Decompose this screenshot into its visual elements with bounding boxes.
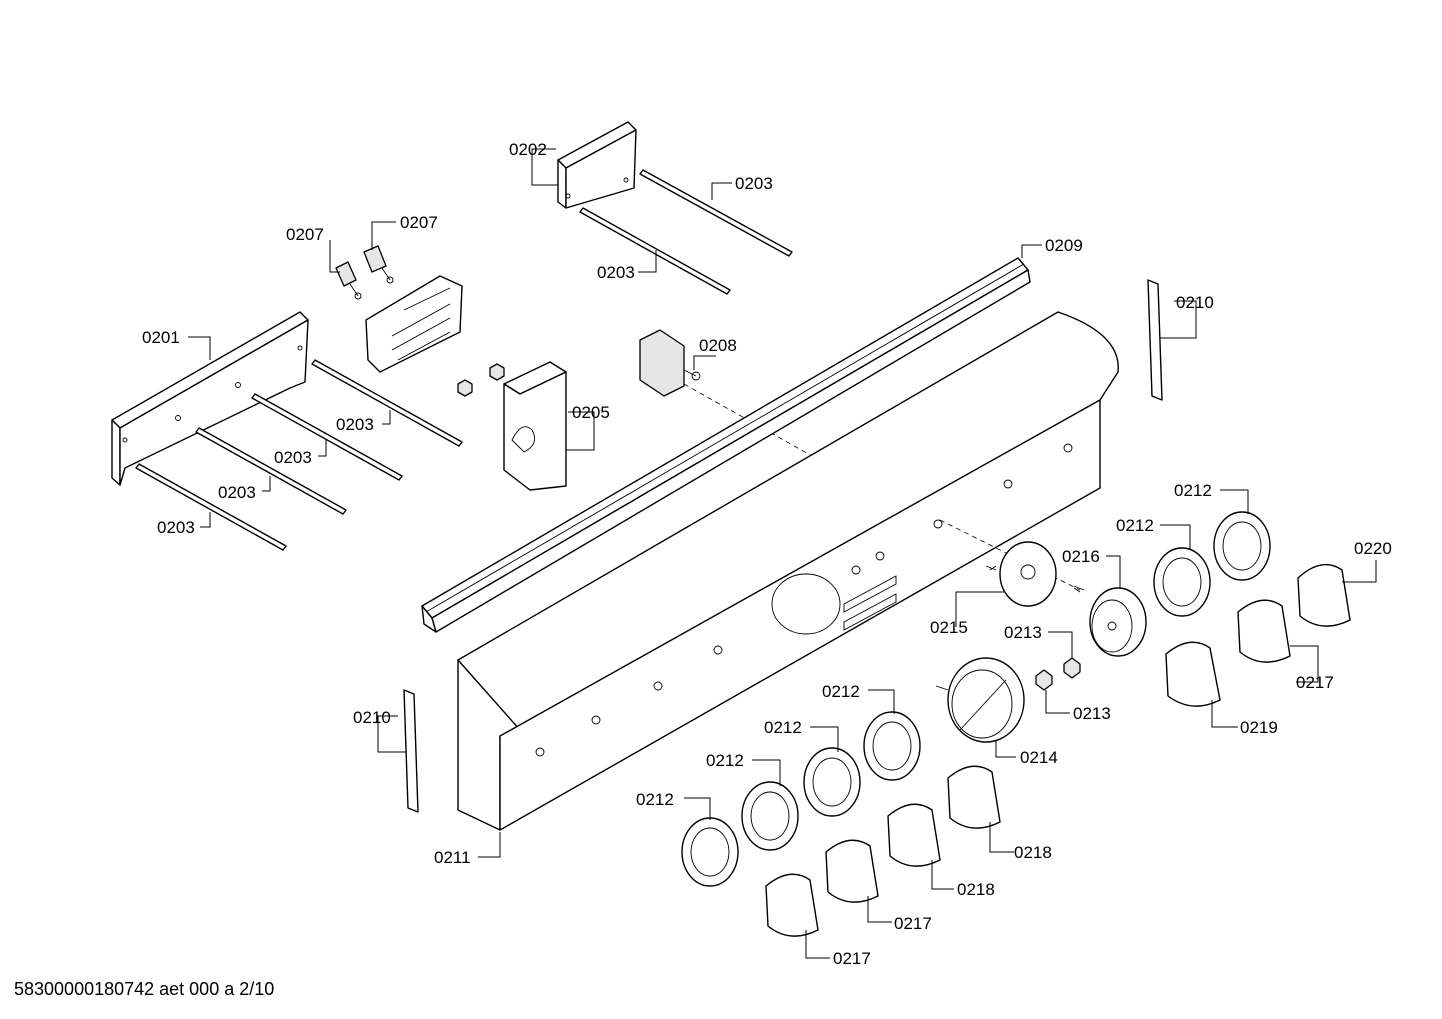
leader-lines bbox=[188, 148, 1377, 959]
part-0213-nuts bbox=[1035, 657, 1081, 691]
label-0207-a: 0207 bbox=[286, 225, 324, 244]
label-0208: 0208 bbox=[699, 336, 737, 355]
part-0201-bracket bbox=[111, 311, 309, 486]
label-0218-a: 0218 bbox=[957, 880, 995, 899]
label-0214: 0214 bbox=[1020, 748, 1058, 767]
part-0210-strips bbox=[403, 279, 1163, 813]
part-0202-bracket bbox=[557, 121, 637, 209]
label-0210-a: 0210 bbox=[1176, 293, 1214, 312]
document-footer-code: 58300000180742 aet 000 a 2/10 bbox=[14, 979, 275, 999]
label-0203-f: 0203 bbox=[157, 518, 195, 537]
label-0212-d: 0212 bbox=[822, 682, 860, 701]
part-0207-switches bbox=[335, 245, 394, 300]
label-0201: 0201 bbox=[142, 328, 180, 347]
label-0219: 0219 bbox=[1240, 718, 1278, 737]
part-0203-rods-left bbox=[135, 359, 463, 551]
part-0215-plate bbox=[989, 541, 1081, 607]
part-0211-panel bbox=[457, 311, 1119, 831]
label-0211: 0211 bbox=[434, 848, 471, 867]
label-0213-b: 0213 bbox=[1073, 704, 1111, 723]
part-knobs bbox=[765, 563, 1351, 937]
part-0214-dial bbox=[935, 657, 1025, 743]
label-0203-b: 0203 bbox=[597, 263, 635, 282]
label-0212-e: 0212 bbox=[1116, 516, 1154, 535]
label-0212-b: 0212 bbox=[706, 751, 744, 770]
label-0213-a: 0213 bbox=[1004, 623, 1042, 642]
label-0212-a: 0212 bbox=[636, 790, 674, 809]
label-0217-b: 0217 bbox=[833, 949, 871, 968]
label-0218-b: 0218 bbox=[1014, 843, 1052, 862]
part-circuit-board bbox=[365, 275, 463, 373]
part-0205-bracket bbox=[503, 361, 567, 491]
part-nuts bbox=[457, 363, 505, 397]
label-0212-c: 0212 bbox=[764, 718, 802, 737]
label-0207-b: 0207 bbox=[400, 213, 438, 232]
part-0209-rail bbox=[421, 257, 1031, 633]
label-0220: 0220 bbox=[1354, 539, 1392, 558]
part-0216-dial bbox=[1089, 587, 1147, 657]
label-0202: 0202 bbox=[509, 140, 547, 159]
label-0203-a: 0203 bbox=[735, 174, 773, 193]
part-0212-rings bbox=[681, 511, 1271, 887]
label-0203-d: 0203 bbox=[274, 448, 312, 467]
label-0209: 0209 bbox=[1045, 236, 1083, 255]
label-0203-c: 0203 bbox=[336, 415, 374, 434]
label-0217-a: 0217 bbox=[894, 914, 932, 933]
label-0216: 0216 bbox=[1062, 547, 1100, 566]
part-screws bbox=[985, 565, 1085, 591]
part-labels: 0201 0202 0203 0203 0203 0203 0203 0203 … bbox=[142, 140, 1392, 968]
label-0210-b: 0210 bbox=[353, 708, 391, 727]
label-0203-e: 0203 bbox=[218, 483, 256, 502]
label-0215: 0215 bbox=[930, 618, 968, 637]
label-0205: 0205 bbox=[572, 403, 610, 422]
label-0217-c: 0217 bbox=[1296, 673, 1334, 692]
part-0203-rods-top bbox=[579, 169, 793, 295]
label-0212-f: 0212 bbox=[1174, 481, 1212, 500]
